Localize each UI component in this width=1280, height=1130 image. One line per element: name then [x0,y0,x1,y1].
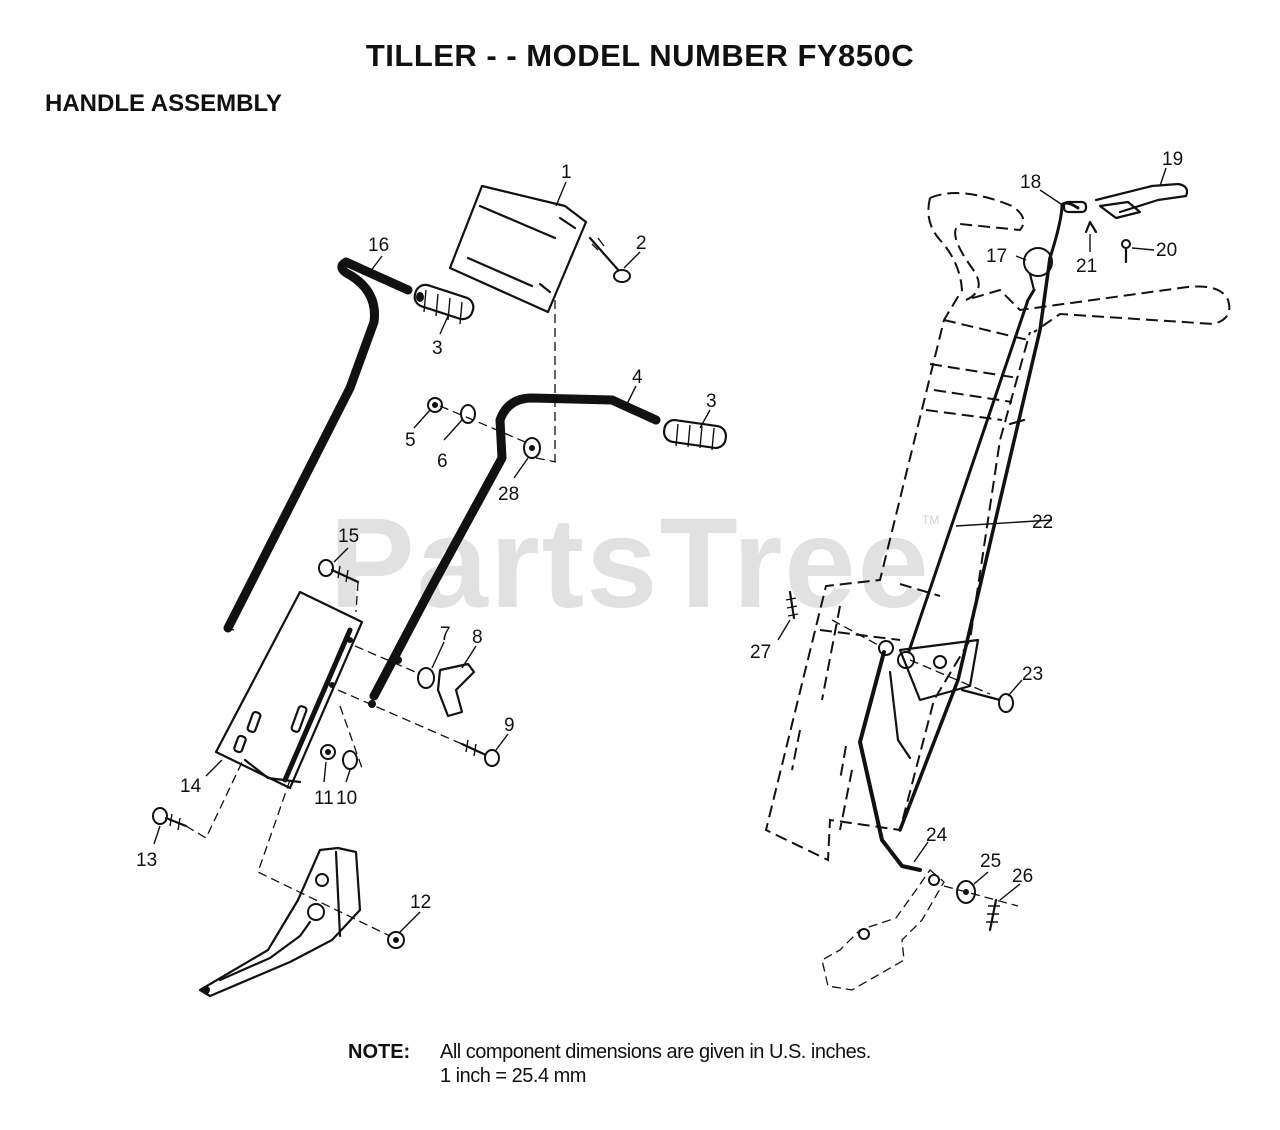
lower-mounting-bracket [198,779,391,998]
part-24-lever-rod [858,650,922,872]
note-line-1: All component dimensions are given in U.… [440,1041,871,1063]
callout-24: 24 [926,825,948,846]
part-6-washer [460,404,476,424]
callout-3-upper: 3 [432,338,443,359]
callout-19: 19 [1162,149,1183,170]
note-line-2: 1 inch = 25.4 mm [440,1065,586,1087]
callout-7: 7 [440,624,451,645]
part-26-pin [986,898,1000,932]
part-10-washer [342,750,358,770]
callout-12: 12 [410,892,431,913]
callout-8: 8 [472,627,483,648]
callout-11: 11 [314,788,334,809]
callout-28: 28 [498,484,519,505]
handle-hole-upper [394,656,402,664]
part-7-washer [417,667,435,689]
part-3-hand-grip-upper [413,283,475,325]
part-17-throttle-knob [1023,247,1053,292]
note-label: NOTE: [348,1041,411,1063]
callout-16: 16 [368,235,389,256]
callout-18: 18 [1020,172,1041,193]
assembly-line-25-26 [943,885,1019,907]
assembly-line-5-28 [439,405,531,445]
watermark-trademark: TM [922,513,940,527]
callout-3-lower: 3 [706,391,717,412]
part-18-cable-end [1062,200,1088,214]
watermark-text: PartsTree [329,492,931,635]
part-19-grip-bar [1094,182,1189,220]
assembly-line-28-end [535,457,557,463]
callout-20: 20 [1156,240,1177,261]
part-4-right-handle [369,393,661,701]
page-title: TILLER - - MODEL NUMBER FY850C [365,38,915,73]
part-13-bolt [152,757,245,839]
callout-1: 1 [561,162,572,183]
assembly-line-7 [354,645,421,675]
part-20-screw [1121,239,1131,264]
part-21-clip [1084,220,1098,234]
handle-shroud-outline [764,192,1231,862]
callout-23: 23 [1022,664,1043,685]
callout-14: 14 [180,776,202,797]
part-3-hand-grip-lower [662,418,728,451]
callout-26: 26 [1012,866,1033,887]
part-11-nut [320,744,336,760]
callout-2: 2 [636,233,647,254]
leader-lines [153,167,1167,933]
callout-22: 22 [1032,512,1053,533]
note-text: All component dimensions are given in U.… [440,1040,871,1088]
callout-10: 10 [336,788,357,809]
part-28-washer [523,437,541,459]
part-12-nut [387,931,405,949]
section-title: HANDLE ASSEMBLY [45,90,282,117]
part-2-bolt [588,236,631,283]
callout-25: 25 [980,851,1001,872]
part-15-bolt [318,559,360,613]
callout-6: 6 [437,451,448,472]
callout-15: 15 [338,526,359,547]
lever-pivot-assembly [831,619,991,702]
part-14-bracket-plate [214,590,364,790]
part-16-left-handle [223,257,413,633]
part-5-nut [427,397,443,413]
callout-4: 4 [632,367,643,388]
callout-27: 27 [750,642,771,663]
callout-labels: 1 2 16 3 4 3 5 6 28 15 7 8 9 14 11 10 13… [136,149,1183,913]
lower-pivot-bracket [821,869,945,991]
callout-13: 13 [136,850,157,871]
part-27-screw [785,590,799,620]
part-8-knob [436,662,476,718]
part-9-bolt [337,689,500,767]
assembly-line-10 [339,705,363,769]
part-23-bolt [960,688,1014,713]
callout-17: 17 [986,246,1007,267]
part-1-console-panel [448,184,588,314]
units-note: NOTE: All component dimensions are given … [348,1040,871,1088]
callout-21: 21 [1076,256,1097,277]
callout-9: 9 [504,715,515,736]
handle-hole-lower [368,700,376,708]
callout-5: 5 [405,430,416,451]
